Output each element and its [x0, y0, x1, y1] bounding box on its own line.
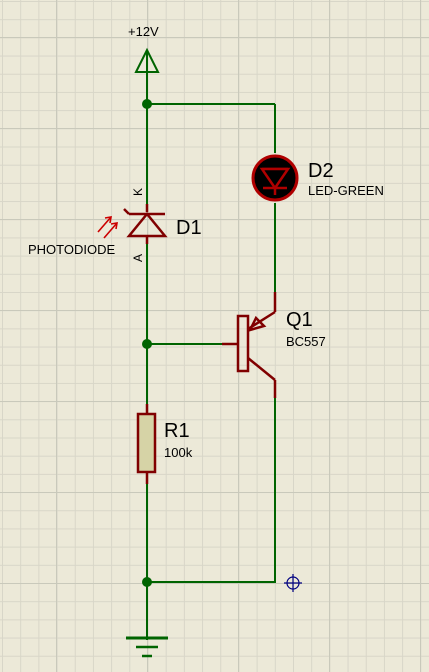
power-label: +12V [128, 24, 159, 39]
power-terminal[interactable]: +12V [128, 24, 160, 73]
crosshair-cursor-icon [284, 574, 302, 592]
d1-value: PHOTODIODE [28, 242, 115, 257]
pin-label-k: K [131, 188, 145, 196]
transistor-q1[interactable]: Q1 BC557 [222, 292, 326, 398]
ground-symbol[interactable] [126, 582, 168, 658]
d2-value: LED-GREEN [308, 183, 384, 198]
resistor-r1[interactable]: R1 100k [136, 404, 193, 484]
d1-reference: D1 [176, 217, 202, 239]
q1-reference: Q1 [286, 309, 313, 331]
d2-reference: D2 [308, 160, 334, 182]
junction-dot[interactable] [142, 99, 152, 109]
r1-value: 100k [164, 445, 193, 460]
q1-value: BC557 [286, 334, 326, 349]
wire-net [146, 70, 276, 640]
light-arrows-icon [97, 216, 118, 239]
pin-label-a: A [131, 254, 145, 262]
r1-reference: R1 [164, 420, 190, 442]
photodiode-d1[interactable]: K A D1 PHOTODIODE [28, 188, 202, 262]
junction-dot[interactable] [142, 339, 152, 349]
led-d2[interactable]: D2 LED-GREEN [251, 154, 384, 202]
